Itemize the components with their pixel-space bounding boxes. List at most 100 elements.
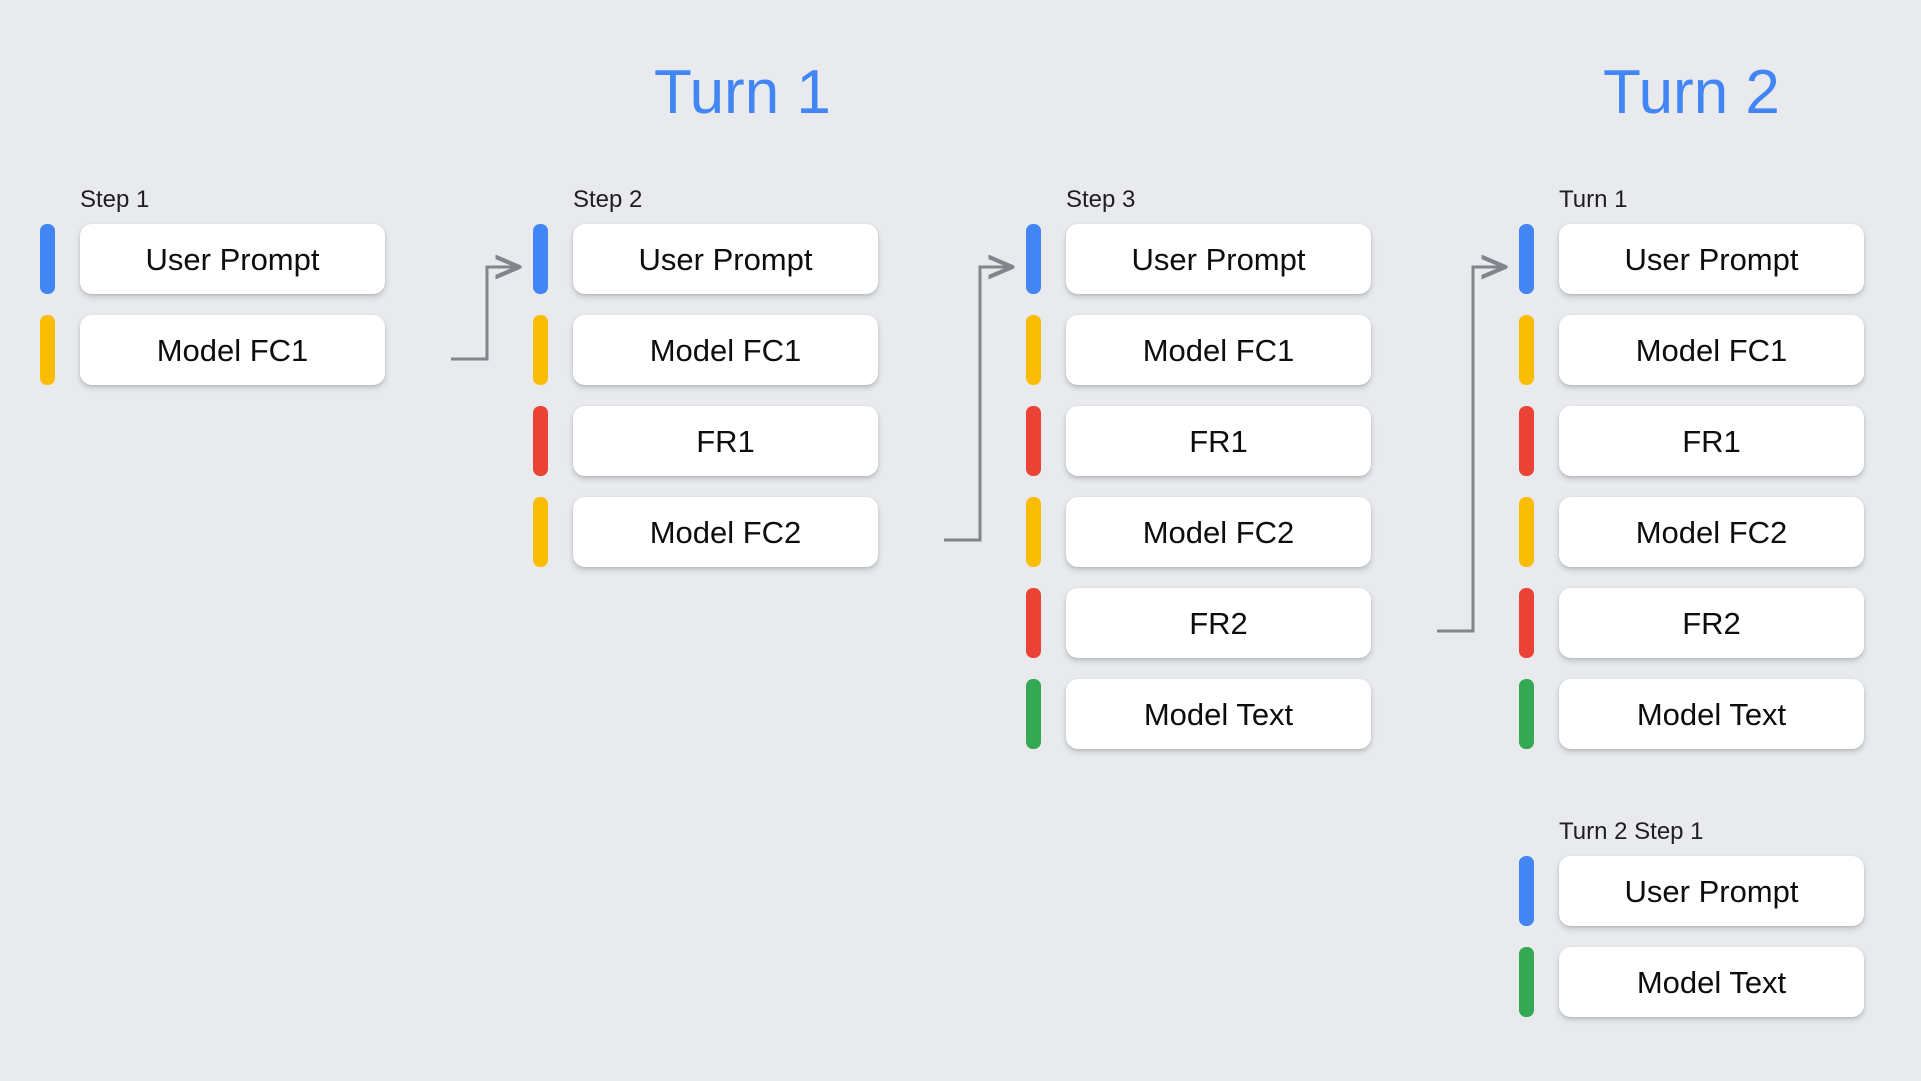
step-1-rows: User Prompt Model FC1 [40, 224, 385, 385]
card-label: User Prompt [1624, 873, 1799, 909]
role-color-bar-model-text [1026, 679, 1041, 749]
role-color-bar-model-function-call [1026, 315, 1041, 385]
role-color-bar-function-response [533, 406, 548, 476]
card-label: User Prompt [145, 241, 320, 277]
role-color-bar-model-function-call [533, 315, 548, 385]
list-item[interactable]: Model FC1 [40, 315, 385, 385]
card-label: User Prompt [1131, 241, 1306, 277]
turn-1-recap-column: Turn 1 User Prompt Model FC1 FR1 [1519, 188, 1864, 770]
card-label: Model Text [1636, 964, 1787, 1000]
list-item[interactable]: Model FC2 [533, 497, 878, 567]
role-color-bar-function-response [1519, 406, 1534, 476]
card-fr2[interactable]: FR2 [1559, 588, 1864, 658]
card-label: FR2 [1189, 605, 1248, 641]
role-color-bar-model-text [1519, 679, 1534, 749]
list-item[interactable]: Model FC2 [1519, 497, 1864, 567]
card-model-fc1[interactable]: Model FC1 [1559, 315, 1864, 385]
card-model-fc2[interactable]: Model FC2 [1066, 497, 1371, 567]
card-label: User Prompt [1624, 241, 1799, 277]
card-label: Model FC1 [1142, 332, 1295, 368]
card-label: User Prompt [638, 241, 813, 277]
turn-1-heading: Turn 1 [654, 58, 831, 127]
role-color-bar-user-prompt [40, 224, 55, 294]
role-color-bar-user-prompt [1519, 856, 1534, 926]
list-item[interactable]: User Prompt [1519, 856, 1864, 926]
list-item[interactable]: Model Text [1519, 679, 1864, 749]
card-label: Model Text [1143, 696, 1294, 732]
list-item[interactable]: User Prompt [40, 224, 385, 294]
step-1-column: Step 1 User Prompt Model FC1 [40, 188, 385, 406]
list-item[interactable]: FR2 [1026, 588, 1371, 658]
role-color-bar-model-function-call [1026, 497, 1041, 567]
card-label: FR1 [1189, 423, 1248, 459]
step-1-label: Step 1 [80, 186, 150, 213]
list-item[interactable]: FR1 [1026, 406, 1371, 476]
card-fr2[interactable]: FR2 [1066, 588, 1371, 658]
list-item[interactable]: Model FC1 [533, 315, 878, 385]
list-item[interactable]: User Prompt [1026, 224, 1371, 294]
card-model-fc1[interactable]: Model FC1 [1066, 315, 1371, 385]
arrow-step2-to-step3 [944, 267, 1011, 542]
step-2-column: Step 2 User Prompt Model FC1 FR1 [533, 188, 878, 588]
card-fr1[interactable]: FR1 [1066, 406, 1371, 476]
card-fr1[interactable]: FR1 [573, 406, 878, 476]
role-color-bar-model-function-call [1519, 315, 1534, 385]
card-label: FR1 [696, 423, 755, 459]
list-item[interactable]: User Prompt [533, 224, 878, 294]
list-item[interactable]: Model FC2 [1026, 497, 1371, 567]
turn-2-step-1-label: Turn 2 Step 1 [1559, 818, 1704, 845]
turn-2-step-1-rows: User Prompt Model Text [1519, 856, 1864, 1017]
role-color-bar-user-prompt [1519, 224, 1534, 294]
list-item[interactable]: User Prompt [1519, 224, 1864, 294]
card-model-text[interactable]: Model Text [1066, 679, 1371, 749]
role-color-bar-model-function-call [1519, 497, 1534, 567]
list-item[interactable]: FR1 [1519, 406, 1864, 476]
role-color-bar-function-response [1519, 588, 1534, 658]
list-item[interactable]: Model FC1 [1519, 315, 1864, 385]
list-item[interactable]: Model FC1 [1026, 315, 1371, 385]
card-user-prompt[interactable]: User Prompt [573, 224, 878, 294]
step-2-label: Step 2 [573, 186, 643, 213]
step-3-rows: User Prompt Model FC1 FR1 Model FC2 [1026, 224, 1371, 749]
role-color-bar-model-function-call [533, 497, 548, 567]
card-user-prompt[interactable]: User Prompt [80, 224, 385, 294]
card-label: Model FC2 [1635, 514, 1788, 550]
turn-2-heading: Turn 2 [1603, 58, 1780, 127]
list-item[interactable]: FR1 [533, 406, 878, 476]
card-label: FR2 [1682, 605, 1741, 641]
step-2-rows: User Prompt Model FC1 FR1 Model FC2 [533, 224, 878, 567]
card-label: FR1 [1682, 423, 1741, 459]
card-model-fc1[interactable]: Model FC1 [573, 315, 878, 385]
card-fr1[interactable]: FR1 [1559, 406, 1864, 476]
card-user-prompt[interactable]: User Prompt [1559, 856, 1864, 926]
card-label: Model FC2 [1142, 514, 1295, 550]
role-color-bar-model-text [1519, 947, 1534, 1017]
card-model-fc2[interactable]: Model FC2 [573, 497, 878, 567]
role-color-bar-user-prompt [533, 224, 548, 294]
card-label: Model FC2 [649, 514, 802, 550]
turn-1-recap-label: Turn 1 [1559, 186, 1628, 213]
turn-1-recap-rows: User Prompt Model FC1 FR1 Model FC2 [1519, 224, 1864, 749]
card-model-text[interactable]: Model Text [1559, 679, 1864, 749]
card-model-fc1[interactable]: Model FC1 [80, 315, 385, 385]
role-color-bar-function-response [1026, 588, 1041, 658]
card-label: Model FC1 [1635, 332, 1788, 368]
list-item[interactable]: Model Text [1026, 679, 1371, 749]
role-color-bar-model-function-call [40, 315, 55, 385]
arrow-step3-to-turn1 [1437, 267, 1504, 633]
card-user-prompt[interactable]: User Prompt [1066, 224, 1371, 294]
card-label: Model Text [1636, 696, 1787, 732]
role-color-bar-function-response [1026, 406, 1041, 476]
card-label: Model FC1 [649, 332, 802, 368]
list-item[interactable]: FR2 [1519, 588, 1864, 658]
step-3-label: Step 3 [1066, 186, 1136, 213]
card-model-text[interactable]: Model Text [1559, 947, 1864, 1017]
role-color-bar-user-prompt [1026, 224, 1041, 294]
card-model-fc2[interactable]: Model FC2 [1559, 497, 1864, 567]
turn-2-step-1-column: Turn 2 Step 1 User Prompt Model Text [1519, 820, 1864, 1038]
card-user-prompt[interactable]: User Prompt [1559, 224, 1864, 294]
step-3-column: Step 3 User Prompt Model FC1 FR1 [1026, 188, 1371, 770]
list-item[interactable]: Model Text [1519, 947, 1864, 1017]
card-label: Model FC1 [156, 332, 309, 368]
